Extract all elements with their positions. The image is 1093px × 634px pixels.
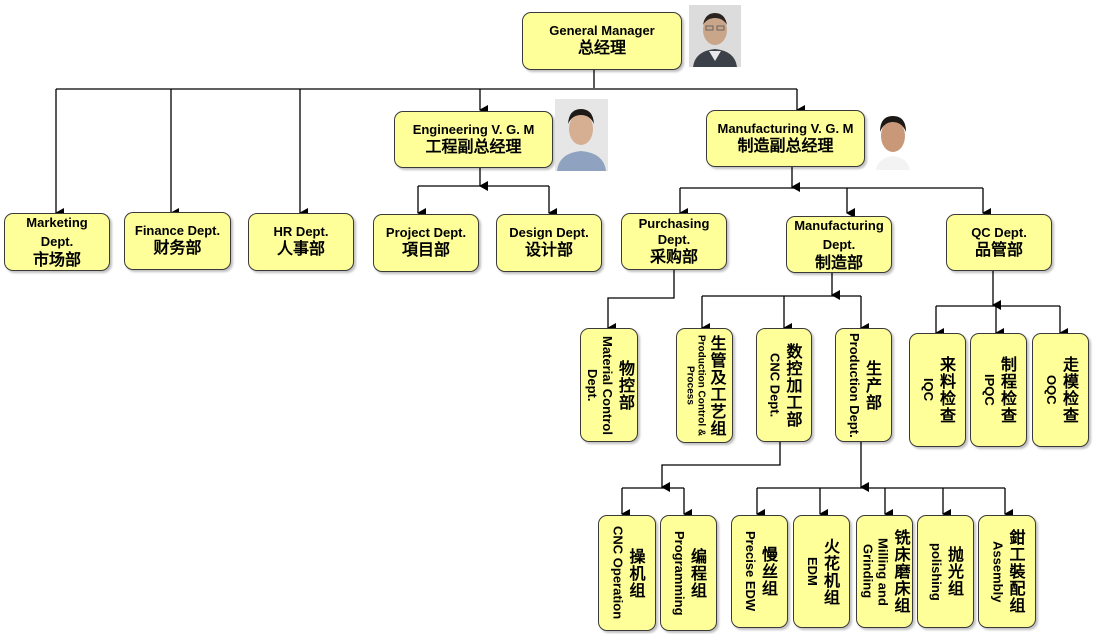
production-control-title-en: Production Control & Process	[684, 334, 707, 437]
polishing-title-cn: 抛光组	[945, 546, 962, 597]
assembly-title-en: Assembly	[990, 540, 1006, 603]
general-manager-title-en: General Manager	[549, 23, 655, 38]
finance-dept-title-cn: 财务部	[153, 240, 202, 257]
purchasing-dept-box[interactable]: Purchasing Dept. 采购部	[621, 213, 727, 270]
oqc-box[interactable]: OQC 走模检查	[1032, 333, 1089, 447]
cnc-operation-title-cn: 操机组	[626, 547, 644, 599]
ipqc-title-en: IPQC	[982, 374, 997, 406]
polishing-title-en: polishing	[929, 542, 944, 601]
manufacturing-dept-title-en: Manufacturing Dept.	[794, 217, 884, 252]
person-photo-icon	[689, 5, 741, 67]
oqc-title-cn: 走模检查	[1060, 356, 1077, 424]
person-photo-icon	[555, 99, 608, 171]
cnc-operation-box[interactable]: CNC Operation 操机组	[598, 515, 656, 631]
general-manager-box[interactable]: General Manager 总经理	[522, 12, 682, 70]
precise-edw-box[interactable]: Precise EDW 慢丝组	[731, 515, 788, 628]
hr-dept-title-en: HR Dept.	[273, 224, 329, 239]
cnc-dept-title-cn: 数控加工部	[783, 342, 801, 428]
material-control-title-cn: 物控部	[616, 359, 633, 411]
design-dept-box[interactable]: Design Dept. 设计部	[496, 214, 602, 272]
manufacturing-vgm-title-cn: 制造副总经理	[737, 137, 834, 155]
edm-box[interactable]: EDM 火花机组	[793, 515, 850, 628]
general-manager-title-cn: 总经理	[577, 40, 626, 57]
material-control-title-en: Material Control Dept.	[585, 335, 615, 435]
manufacturing-vgm-box[interactable]: Manufacturing V. G. M 制造副总经理	[706, 110, 865, 167]
edm-title-cn: 火花机组	[821, 537, 838, 606]
manufacturing-vgm-photo	[874, 106, 912, 170]
milling-grinding-title-cn: 铣床磨床组	[891, 529, 909, 614]
milling-grinding-box[interactable]: Milling and Grinding 铣床磨床组	[856, 515, 913, 628]
project-dept-title-en: Project Dept.	[385, 225, 467, 240]
finance-dept-box[interactable]: Finance Dept. 财务部	[124, 212, 231, 270]
qc-dept-title-en: QC Dept.	[971, 224, 1027, 240]
precise-edw-title-en: Precise EDW	[743, 531, 758, 612]
purchasing-dept-title-en: Purchasing Dept.	[638, 215, 710, 247]
general-manager-photo	[689, 5, 741, 67]
material-control-box[interactable]: Material Control Dept. 物控部	[580, 328, 638, 442]
marketing-dept-title-en: Marketing Dept.	[26, 215, 88, 249]
programming-box[interactable]: Programming 编程组	[660, 515, 717, 631]
production-control-title-cn: 生管及工艺组	[707, 334, 725, 437]
cnc-operation-title-en: CNC Operation	[610, 526, 626, 620]
design-dept-title-en: Design Dept.	[509, 225, 589, 240]
engineering-vgm-photo	[555, 99, 608, 171]
milling-grinding-title-en: Milling and Grinding	[860, 537, 891, 606]
qc-dept-box[interactable]: QC Dept. 品管部	[946, 214, 1052, 271]
engineering-vgm-title-cn: 工程副总经理	[425, 138, 522, 156]
ipqc-box[interactable]: IPQC 制程检查	[970, 333, 1027, 447]
marketing-dept-title-cn: 市场部	[32, 252, 81, 269]
programming-title-cn: 编程组	[688, 547, 705, 599]
purchasing-dept-title-cn: 采购部	[649, 248, 698, 266]
production-dept-title-en: Production Dept.	[847, 332, 862, 438]
hr-dept-title-cn: 人事部	[276, 241, 325, 258]
programming-title-en: Programming	[672, 530, 687, 616]
marketing-dept-box[interactable]: Marketing Dept. 市场部	[4, 213, 110, 271]
finance-dept-title-en: Finance Dept.	[134, 223, 221, 238]
production-dept-title-cn: 生产部	[863, 359, 880, 411]
assembly-box[interactable]: Assembly 鉗工裝配组	[978, 515, 1036, 628]
iqc-box[interactable]: IQC 来料检查	[909, 333, 966, 447]
person-photo-icon	[874, 106, 912, 170]
precise-edw-title-cn: 慢丝组	[759, 546, 776, 597]
project-dept-box[interactable]: Project Dept. 項目部	[373, 214, 479, 272]
engineering-vgm-title-en: Engineering V. G. M	[412, 121, 535, 137]
production-control-box[interactable]: Production Control & Process 生管及工艺组	[676, 328, 733, 443]
iqc-title-cn: 来料检查	[937, 356, 954, 424]
manufacturing-dept-box[interactable]: Manufacturing Dept. 制造部	[786, 216, 892, 273]
iqc-title-en: IQC	[921, 378, 936, 402]
cnc-dept-box[interactable]: CNC Dept. 数控加工部	[756, 328, 812, 442]
project-dept-title-cn: 項目部	[401, 242, 450, 259]
production-dept-box[interactable]: Production Dept. 生产部	[835, 328, 892, 442]
hr-dept-box[interactable]: HR Dept. 人事部	[248, 213, 354, 271]
polishing-box[interactable]: polishing 抛光组	[917, 515, 974, 628]
oqc-title-en: OQC	[1044, 375, 1059, 405]
qc-dept-title-cn: 品管部	[974, 241, 1023, 259]
edm-title-en: EDM	[805, 557, 820, 586]
engineering-vgm-box[interactable]: Engineering V. G. M 工程副总经理	[394, 111, 553, 168]
manufacturing-dept-title-cn: 制造部	[814, 254, 863, 272]
ipqc-title-cn: 制程检查	[998, 356, 1015, 424]
assembly-title-cn: 鉗工裝配组	[1006, 529, 1024, 614]
design-dept-title-cn: 设计部	[524, 242, 573, 259]
manufacturing-vgm-title-en: Manufacturing V. G. M	[717, 120, 854, 136]
cnc-dept-title-en: CNC Dept.	[767, 352, 783, 418]
